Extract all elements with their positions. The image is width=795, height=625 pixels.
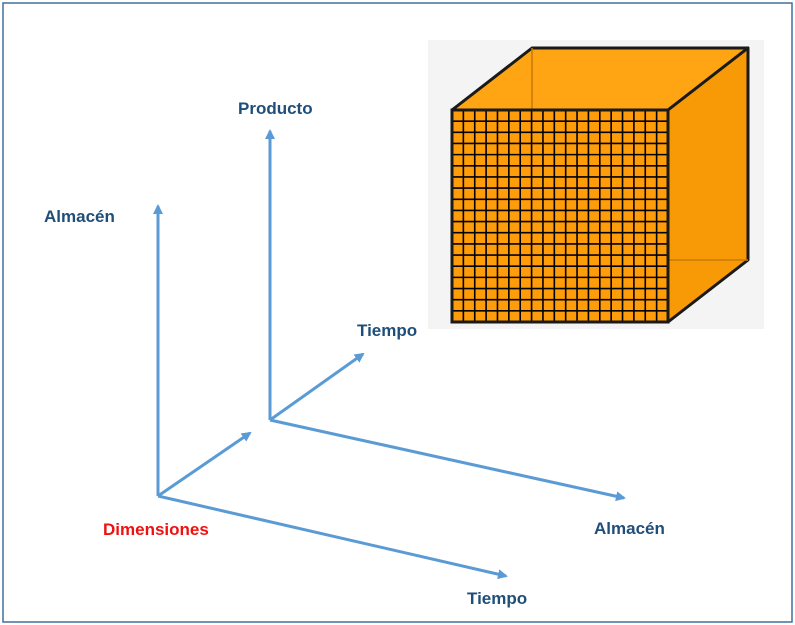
- cube-front-border: [450, 108, 670, 324]
- left-horizontal-axis: [157, 494, 508, 580]
- cube-grid: [452, 110, 668, 322]
- left-vertical-axis-label: Almacén: [44, 207, 115, 226]
- origin-label: Dimensiones: [103, 520, 209, 539]
- cube-front-face: [452, 110, 668, 322]
- right-horizontal-axis: [269, 418, 626, 502]
- data-cube-icon: [428, 40, 764, 329]
- left-diagonal-axis-label: Tiempo: [467, 589, 527, 608]
- left-diagonal-axis: [157, 431, 252, 498]
- right-vertical-axis-label: Producto: [238, 99, 313, 118]
- right-diagonal-axis: [269, 352, 365, 422]
- right-horizontal-axis-label: Almacén: [594, 519, 665, 538]
- right-diagonal-axis-label: Tiempo: [357, 321, 417, 340]
